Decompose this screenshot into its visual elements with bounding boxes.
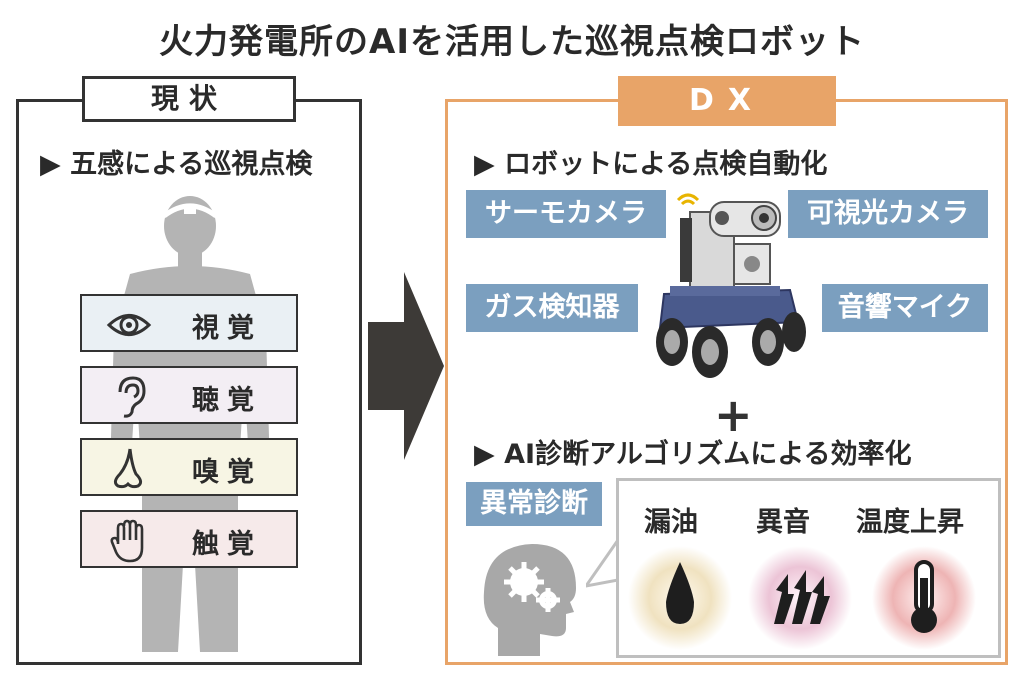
sense-hearing: 聴覚 [80, 366, 298, 424]
five-senses-subtitle: ▶ 五感による巡視点検 [40, 149, 313, 180]
current-state-header: 現状 [82, 76, 296, 122]
sense-touch: 触覚 [80, 510, 298, 568]
robot-automation-subtitle: ▶ ロボットによる点検自動化 [474, 149, 828, 180]
hand-icon [110, 519, 144, 563]
sense-label: 嗅覚 [192, 457, 262, 488]
gas-detector-label: ガス検知器 [466, 284, 638, 332]
page-title: 火力発電所のAIを活用した巡視点検ロボット [159, 22, 865, 62]
nose-icon [113, 448, 143, 489]
plus-sign: + [714, 388, 753, 442]
oil-leak-label: 漏油 [644, 507, 698, 538]
eye-icon [106, 314, 152, 336]
ai-algorithm-subtitle: ▶ AI診断アルゴリズムによる効率化 [474, 439, 912, 470]
dx-header: DX [618, 76, 836, 126]
sense-label: 視覚 [192, 313, 262, 344]
inspection-robot-illustration [656, 193, 806, 378]
sense-label: 聴覚 [192, 385, 262, 416]
oil-drop-icon [666, 562, 694, 624]
abnormal-noise-label: 異音 [756, 507, 810, 538]
ear-icon [118, 376, 146, 418]
visible-light-camera-label: 可視光カメラ [788, 190, 988, 238]
anomaly-diagnosis-label: 異常診断 [466, 482, 602, 526]
thermometer-icon [911, 560, 937, 633]
ai-brain-head-icon [483, 544, 576, 656]
acoustic-mic-label: 音響マイク [822, 284, 988, 332]
temperature-rise-label: 温度上昇 [856, 507, 964, 538]
thermo-camera-label: サーモカメラ [466, 190, 666, 238]
sense-sight: 視覚 [80, 294, 298, 352]
sound-wave-icon [774, 570, 830, 624]
sense-label: 触覚 [192, 529, 262, 560]
transition-arrow-icon [368, 272, 444, 460]
diagnosis-icons [628, 546, 976, 650]
sense-smell: 嗅覚 [80, 438, 298, 496]
